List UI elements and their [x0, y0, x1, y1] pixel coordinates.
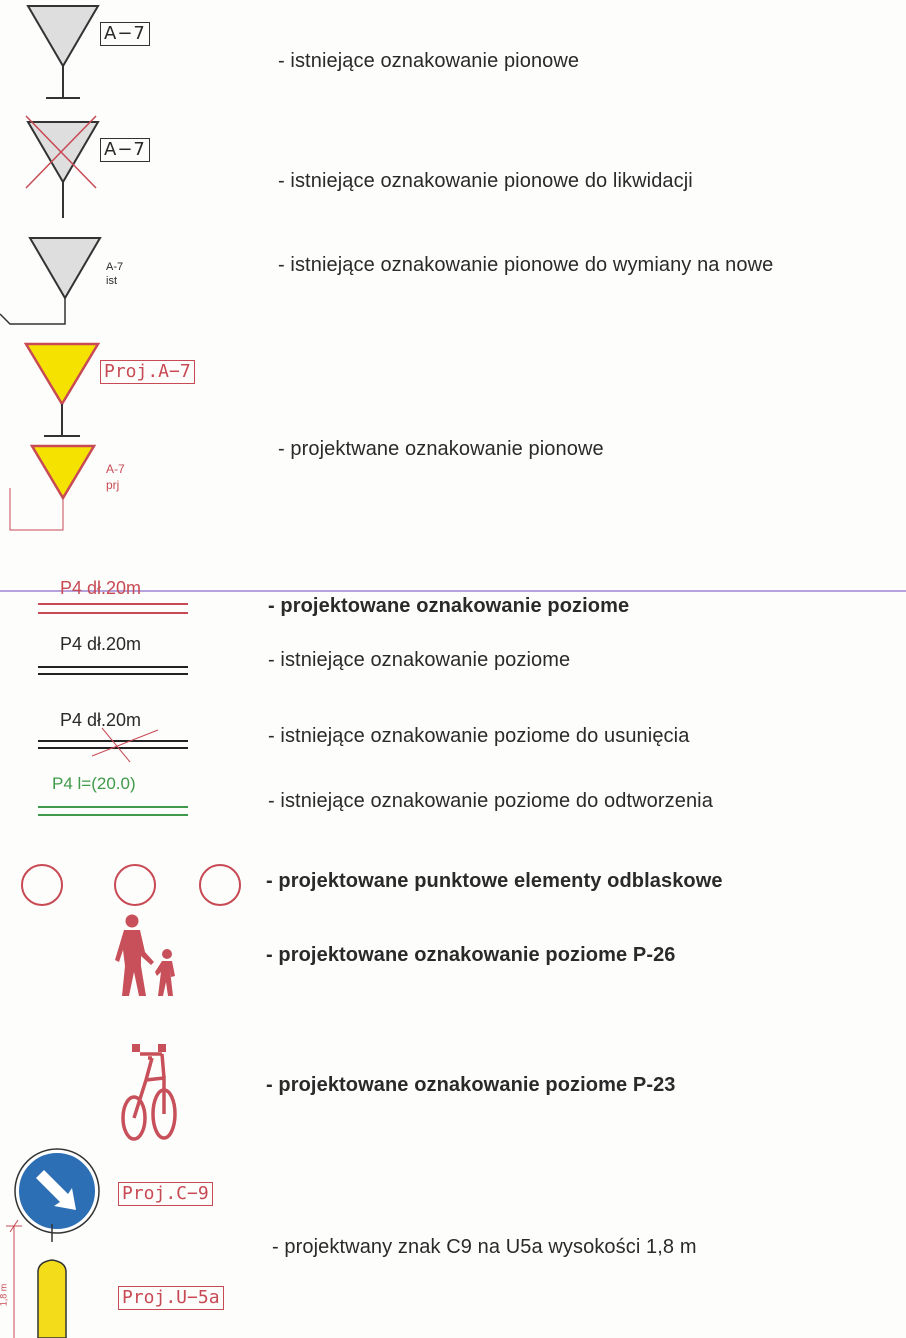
desc-existing-vertical-replace: - istniejące oznakowanie pionowe do wymi…	[278, 254, 774, 276]
desc-p23: - projektowane oznakowanie poziome P-23	[266, 1074, 676, 1096]
desc-existing-vertical-remove: - istniejące oznakowanie pionowe do likw…	[278, 170, 693, 192]
projected-sign-symbol	[9, 342, 101, 531]
desc-existing-horizontal: - istniejące oznakowanie poziome	[268, 649, 571, 671]
sign-label-proj-u5a: Proj.U−5a	[118, 1286, 224, 1310]
reflective-circle-icon	[199, 864, 241, 906]
desc-p26: - projektowane oznakowanie poziome P-26	[266, 944, 676, 966]
desc-projected-vertical: - projektwane oznakowanie pionowe	[278, 438, 604, 460]
marking-line-existing-2	[38, 673, 188, 675]
bicycle-icon	[121, 1044, 177, 1141]
marking-line-restore-2	[38, 814, 188, 816]
reflective-circle-icon	[114, 864, 156, 906]
sign-label-a7: A−7	[100, 22, 150, 46]
reflective-circle-icon	[21, 864, 63, 906]
replace-sign-symbol	[0, 237, 102, 325]
existing-sign-symbol	[26, 5, 100, 99]
c9-sign-icon	[14, 1148, 100, 1234]
desc-existing-horizontal-remove: - istniejące oznakowanie poziome do usun…	[268, 725, 690, 747]
marking-line-restore-1	[38, 806, 188, 808]
u5a-post-icon	[6, 1219, 67, 1338]
pedestrian-icon	[115, 914, 175, 996]
sign-label-a7-remove: A−7	[100, 138, 150, 162]
marking-line-existing-1	[38, 666, 188, 668]
desc-c9-u5a: - projektwany znak C9 na U5a wysokości 1…	[272, 1236, 697, 1258]
sign-label-proj-c9: Proj.C−9	[118, 1182, 213, 1206]
desc-reflective-elements: - projektowane punktowe elementy odblask…	[266, 870, 723, 892]
marking-remove-cross	[91, 727, 159, 763]
reflective-elements-symbol	[21, 864, 241, 906]
marking-label-existing: P4 dł.20m	[60, 634, 142, 654]
height-label: 1,8 m	[0, 1284, 9, 1307]
desc-projected-horizontal: - projektowane oznakowanie poziome	[268, 595, 630, 617]
marking-label-remove: P4 dł.20m	[60, 710, 142, 730]
marking-line-projected-2	[38, 612, 188, 614]
desc-existing-horizontal-restore: - istniejące oznakowanie poziome do odtw…	[268, 790, 713, 812]
marking-label-restore: P4 l=(20.0)	[52, 774, 136, 793]
marking-line-projected-1	[38, 603, 188, 605]
sign-code-a7-ist: A-7	[106, 261, 124, 273]
removed-sign-symbol	[25, 115, 100, 218]
sign-code-a7-prj: A-7	[106, 462, 125, 476]
sign-label-proj-a7: Proj.A−7	[100, 360, 195, 384]
sign-status-ist: ist	[106, 275, 117, 287]
marking-label-projected: P4 dł.20m	[60, 578, 142, 598]
sign-status-prj: prj	[106, 478, 120, 492]
desc-existing-vertical: - istniejące oznakowanie pionowe	[278, 50, 580, 72]
section-divider	[0, 590, 906, 592]
